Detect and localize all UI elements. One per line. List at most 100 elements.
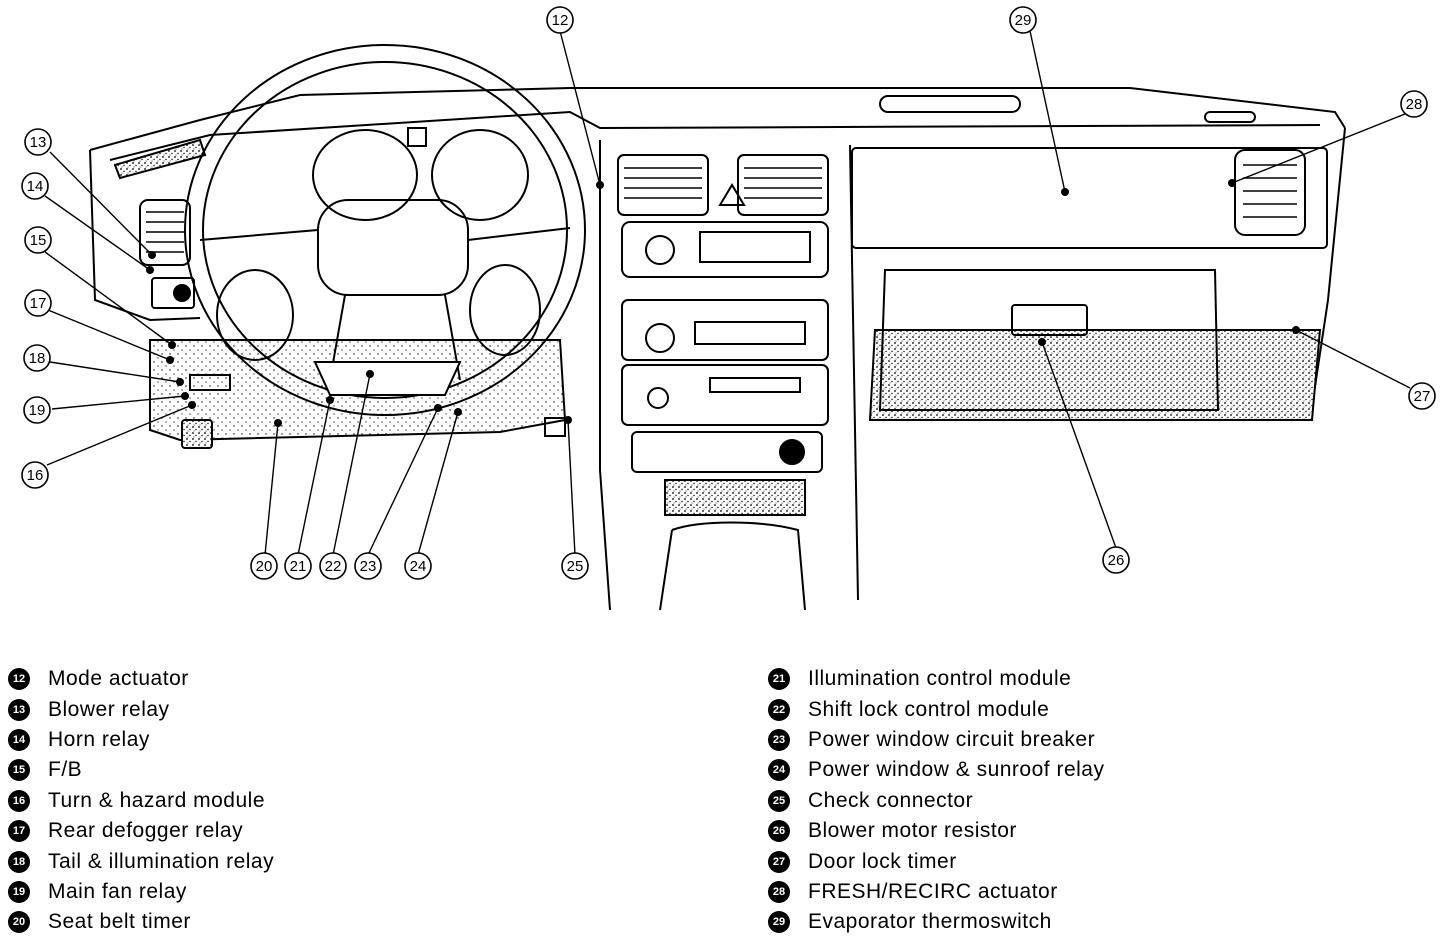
legend-item: 23 Power window circuit breaker [768, 725, 1104, 755]
legend-label: Rear defogger relay [48, 819, 244, 843]
legend-label: Power window & sunroof relay [808, 758, 1105, 782]
callout-14: 14 [21, 172, 49, 200]
leader-dots [146, 179, 1300, 427]
left-end-panel [89, 149, 201, 322]
steering-hub [317, 199, 469, 296]
center-vent-right [737, 154, 829, 216]
callout-circles: 12 29 28 27 26 13 14 15 17 18 19 16 20 2… [21, 6, 1436, 580]
dash-top-edge [89, 87, 1346, 151]
svg-text:27: 27 [1414, 388, 1431, 405]
side-defroster-left [113, 138, 207, 180]
check-connector-body [544, 417, 566, 437]
callout-21: 21 [284, 552, 312, 580]
cassette-slot [709, 377, 801, 393]
svg-text:20: 20 [256, 558, 273, 575]
svg-text:12: 12 [552, 12, 569, 29]
svg-text:26: 26 [1108, 552, 1125, 569]
legend-label: FRESH/RECIRC actuator [808, 879, 1058, 903]
spoke-opening-right [469, 264, 541, 356]
legend-number: 16 [8, 789, 30, 812]
console-tray [664, 479, 806, 516]
legend-number: 14 [8, 728, 30, 751]
radio-knob-lower [647, 387, 669, 409]
dash-top-inner [109, 110, 1321, 161]
svg-text:15: 15 [30, 232, 47, 249]
legend-label: F/B [48, 758, 83, 782]
legend-label: Power window circuit breaker [808, 727, 1096, 751]
left-knob [173, 284, 191, 302]
legend-label: Seat belt timer [48, 910, 191, 934]
side-defroster-right [1204, 111, 1256, 123]
radio-display [694, 321, 806, 345]
svg-text:22: 22 [325, 558, 342, 575]
legend-item: 21 Illumination control module [768, 664, 1104, 694]
spoke-opening-left [216, 269, 294, 361]
svg-text:21: 21 [290, 558, 307, 575]
leader-lines [44, 30, 1411, 556]
legend-label: Blower motor resistor [808, 819, 1017, 843]
upper-glove-panel [851, 147, 1328, 249]
callout-29: 29 [1009, 6, 1037, 34]
svg-text:19: 19 [29, 402, 46, 419]
legend-label: Illumination control module [808, 667, 1072, 691]
svg-text:16: 16 [27, 467, 44, 484]
callout-18: 18 [23, 344, 51, 372]
left-switch-block [151, 277, 195, 309]
dashboard-diagram: 12 29 28 27 26 13 14 15 17 18 19 16 20 2… [21, 6, 1436, 611]
right-vent [1234, 149, 1306, 236]
legend-number: 27 [768, 850, 790, 873]
svg-text:29: 29 [1015, 12, 1032, 29]
svg-text:24: 24 [410, 558, 427, 575]
svg-text:28: 28 [1406, 96, 1423, 113]
legend-number: 29 [768, 911, 790, 934]
console-curve [659, 521, 806, 611]
svg-text:14: 14 [27, 178, 44, 195]
callout-22: 22 [319, 552, 347, 580]
gauge-indicator [407, 127, 427, 147]
legend-label: Blower relay [48, 697, 170, 721]
glove-box-latch [1011, 304, 1088, 336]
dashboard-drawing [89, 44, 1346, 611]
legend-number: 24 [768, 759, 790, 782]
legend-number: 23 [768, 728, 790, 751]
legend-label: Evaporator thermoswitch [808, 910, 1052, 934]
tachometer [431, 129, 529, 221]
callout-16: 16 [21, 461, 49, 489]
speedometer [312, 129, 418, 221]
defroster-slot [879, 95, 1021, 113]
callout-24: 24 [404, 552, 432, 580]
legend-number: 22 [768, 698, 790, 721]
ashtray [631, 431, 823, 473]
svg-text:13: 13 [30, 134, 47, 151]
callout-15: 15 [24, 226, 52, 254]
legend-number: 15 [8, 759, 30, 782]
callout-17: 17 [24, 289, 52, 317]
radio-lower [621, 364, 829, 426]
lower-dash-right [868, 329, 1322, 421]
legend-item: 24 Power window & sunroof relay [768, 755, 1104, 785]
center-vent-left [617, 154, 709, 216]
callout-25: 25 [561, 552, 589, 580]
radio-upper [621, 299, 829, 361]
steering-wheel-inner [202, 61, 568, 399]
steering-spoke-right [467, 227, 571, 241]
legend-number: 17 [8, 820, 30, 843]
legend-number: 18 [8, 850, 30, 873]
legend-number: 21 [768, 668, 790, 691]
legend-label: Check connector [808, 788, 974, 812]
legend-label: Door lock timer [808, 849, 957, 873]
callout-13: 13 [24, 128, 52, 156]
callout-23: 23 [354, 552, 382, 580]
radio-knob [645, 323, 675, 353]
steering-spoke-left [199, 229, 319, 241]
svg-text:18: 18 [29, 350, 46, 367]
svg-text:23: 23 [360, 558, 377, 575]
hood-release [181, 419, 213, 449]
